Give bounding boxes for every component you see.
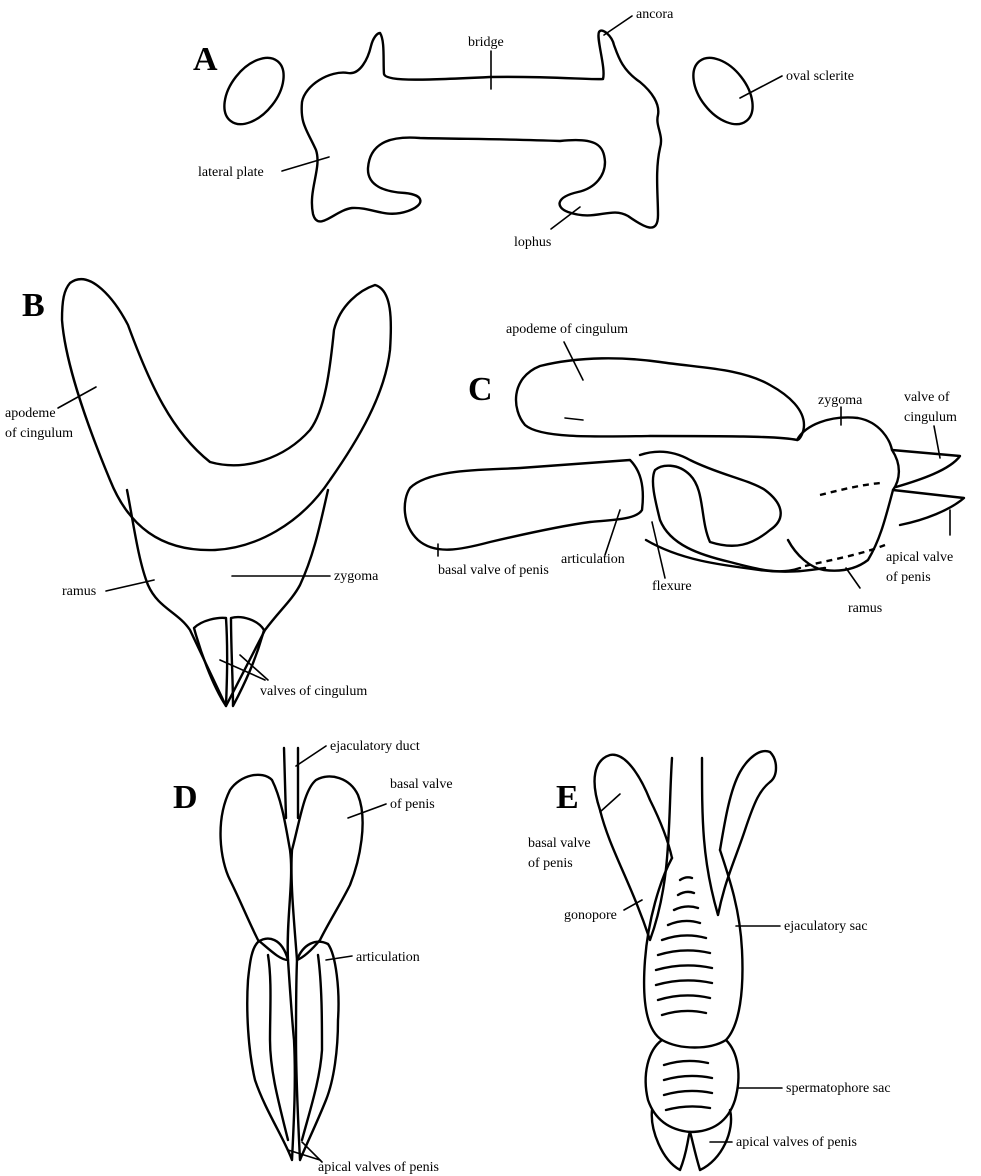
basal-valve-right-d [291,776,362,960]
leader-ramus-c [846,568,860,588]
panel-label-d: D [173,779,198,816]
label-ramus-b: ramus [62,584,96,599]
label-basal-d-2: of penis [390,797,435,812]
label-basal-d-1: basal valve [390,777,453,792]
valve-of-cingulum-c [892,450,960,487]
leader-lateral-plate [282,157,329,171]
label-valves-b: valves of cingulum [260,684,367,699]
oval-sclerite-left [212,47,295,135]
panel-label-b: B [22,287,45,324]
apodeme-of-cingulum-b [62,279,391,550]
epiphallus-outline [302,31,661,228]
label-lateral-plate: lateral plate [198,165,264,180]
label-apical-d: apical valves of penis [318,1160,439,1175]
leader-oval-sclerite [740,76,782,98]
apical-valve-left-inner-d [268,955,288,1140]
leader-ramus-b [106,580,154,591]
label-gonopore-e: gonopore [564,908,617,923]
label-spermatophore-e: spermatophore sac [786,1081,891,1096]
label-apodeme-b-2: of cingulum [5,426,73,441]
zygoma-c [788,417,899,570]
leader-articulation-d [326,956,352,960]
label-basal-e-2: of penis [528,856,573,871]
valve-of-cingulum-left [194,618,227,706]
panel-e: E basal valve [528,751,891,1170]
apical-valve-right-inner-d [302,955,322,1140]
label-valve-cingulum-c-1: valve of [904,390,950,405]
hidden-contour-upper [820,483,880,495]
hidden-contour-lower [805,545,885,566]
panel-a: A ancora bridge oval sclerite lateral pl… [193,7,854,250]
label-zygoma-c: zygoma [818,393,863,408]
panel-b: B apodeme of cingulum ramus zygoma valve… [5,279,391,706]
label-apodeme-c: apodeme of cingulum [506,322,628,337]
label-basal-e-1: basal valve [528,836,591,851]
spermatophore-sac [646,1040,739,1132]
panel-c: C apodeme of cingulum zygoma valve of ci… [405,322,964,616]
label-apical-e: apical valves of penis [736,1135,857,1150]
apical-valve-of-penis-c [893,490,964,525]
label-ancora: ancora [636,7,674,22]
label-zygoma-b: zygoma [334,569,379,584]
label-articulation-d: articulation [356,950,420,965]
flexure-c [640,452,800,572]
label-duct-d: ejaculatory duct [330,739,420,754]
panel-d: D ejaculatory duct basal valve of penis … [173,739,453,1175]
leader-flexure-c [652,522,665,578]
leader-apical-d-2 [302,1142,322,1162]
basal-valve-of-penis-c [405,460,643,550]
label-valve-cingulum-c-2: cingulum [904,410,957,425]
label-apical-c-1: apical valve [886,550,953,565]
leader-articulation-c [605,510,620,555]
panel-label-c: C [468,371,493,408]
label-basal-c: basal valve of penis [438,563,549,578]
label-flexure-c: flexure [652,579,692,594]
leader-duct-d [296,746,326,766]
label-ramus-c: ramus [848,601,882,616]
sac-striations [656,877,712,1110]
leader-ancora [604,16,632,35]
label-apical-c-2: of penis [886,570,931,585]
leader-basal-e [600,794,620,812]
basal-valve-left-d [221,775,292,960]
label-bridge: bridge [468,35,504,50]
apical-valve-right-d [296,942,339,1160]
leader-apodeme-c-stub [565,418,583,420]
basal-valve-right-e [702,751,776,915]
label-lophus: lophus [514,235,551,250]
label-ejac-sac-e: ejaculatory sac [784,919,868,934]
leader-basal-d [348,804,386,818]
label-oval-sclerite: oval sclerite [786,69,854,84]
panel-label-e: E [556,779,579,816]
label-articulation-c: articulation [561,552,625,567]
label-apodeme-b-1: apodeme [5,406,56,421]
panel-label-a: A [193,41,218,78]
apodeme-of-cingulum-c [516,358,804,440]
apical-valve-left-e [652,1110,690,1170]
ejaculatory-duct-left [284,748,286,818]
